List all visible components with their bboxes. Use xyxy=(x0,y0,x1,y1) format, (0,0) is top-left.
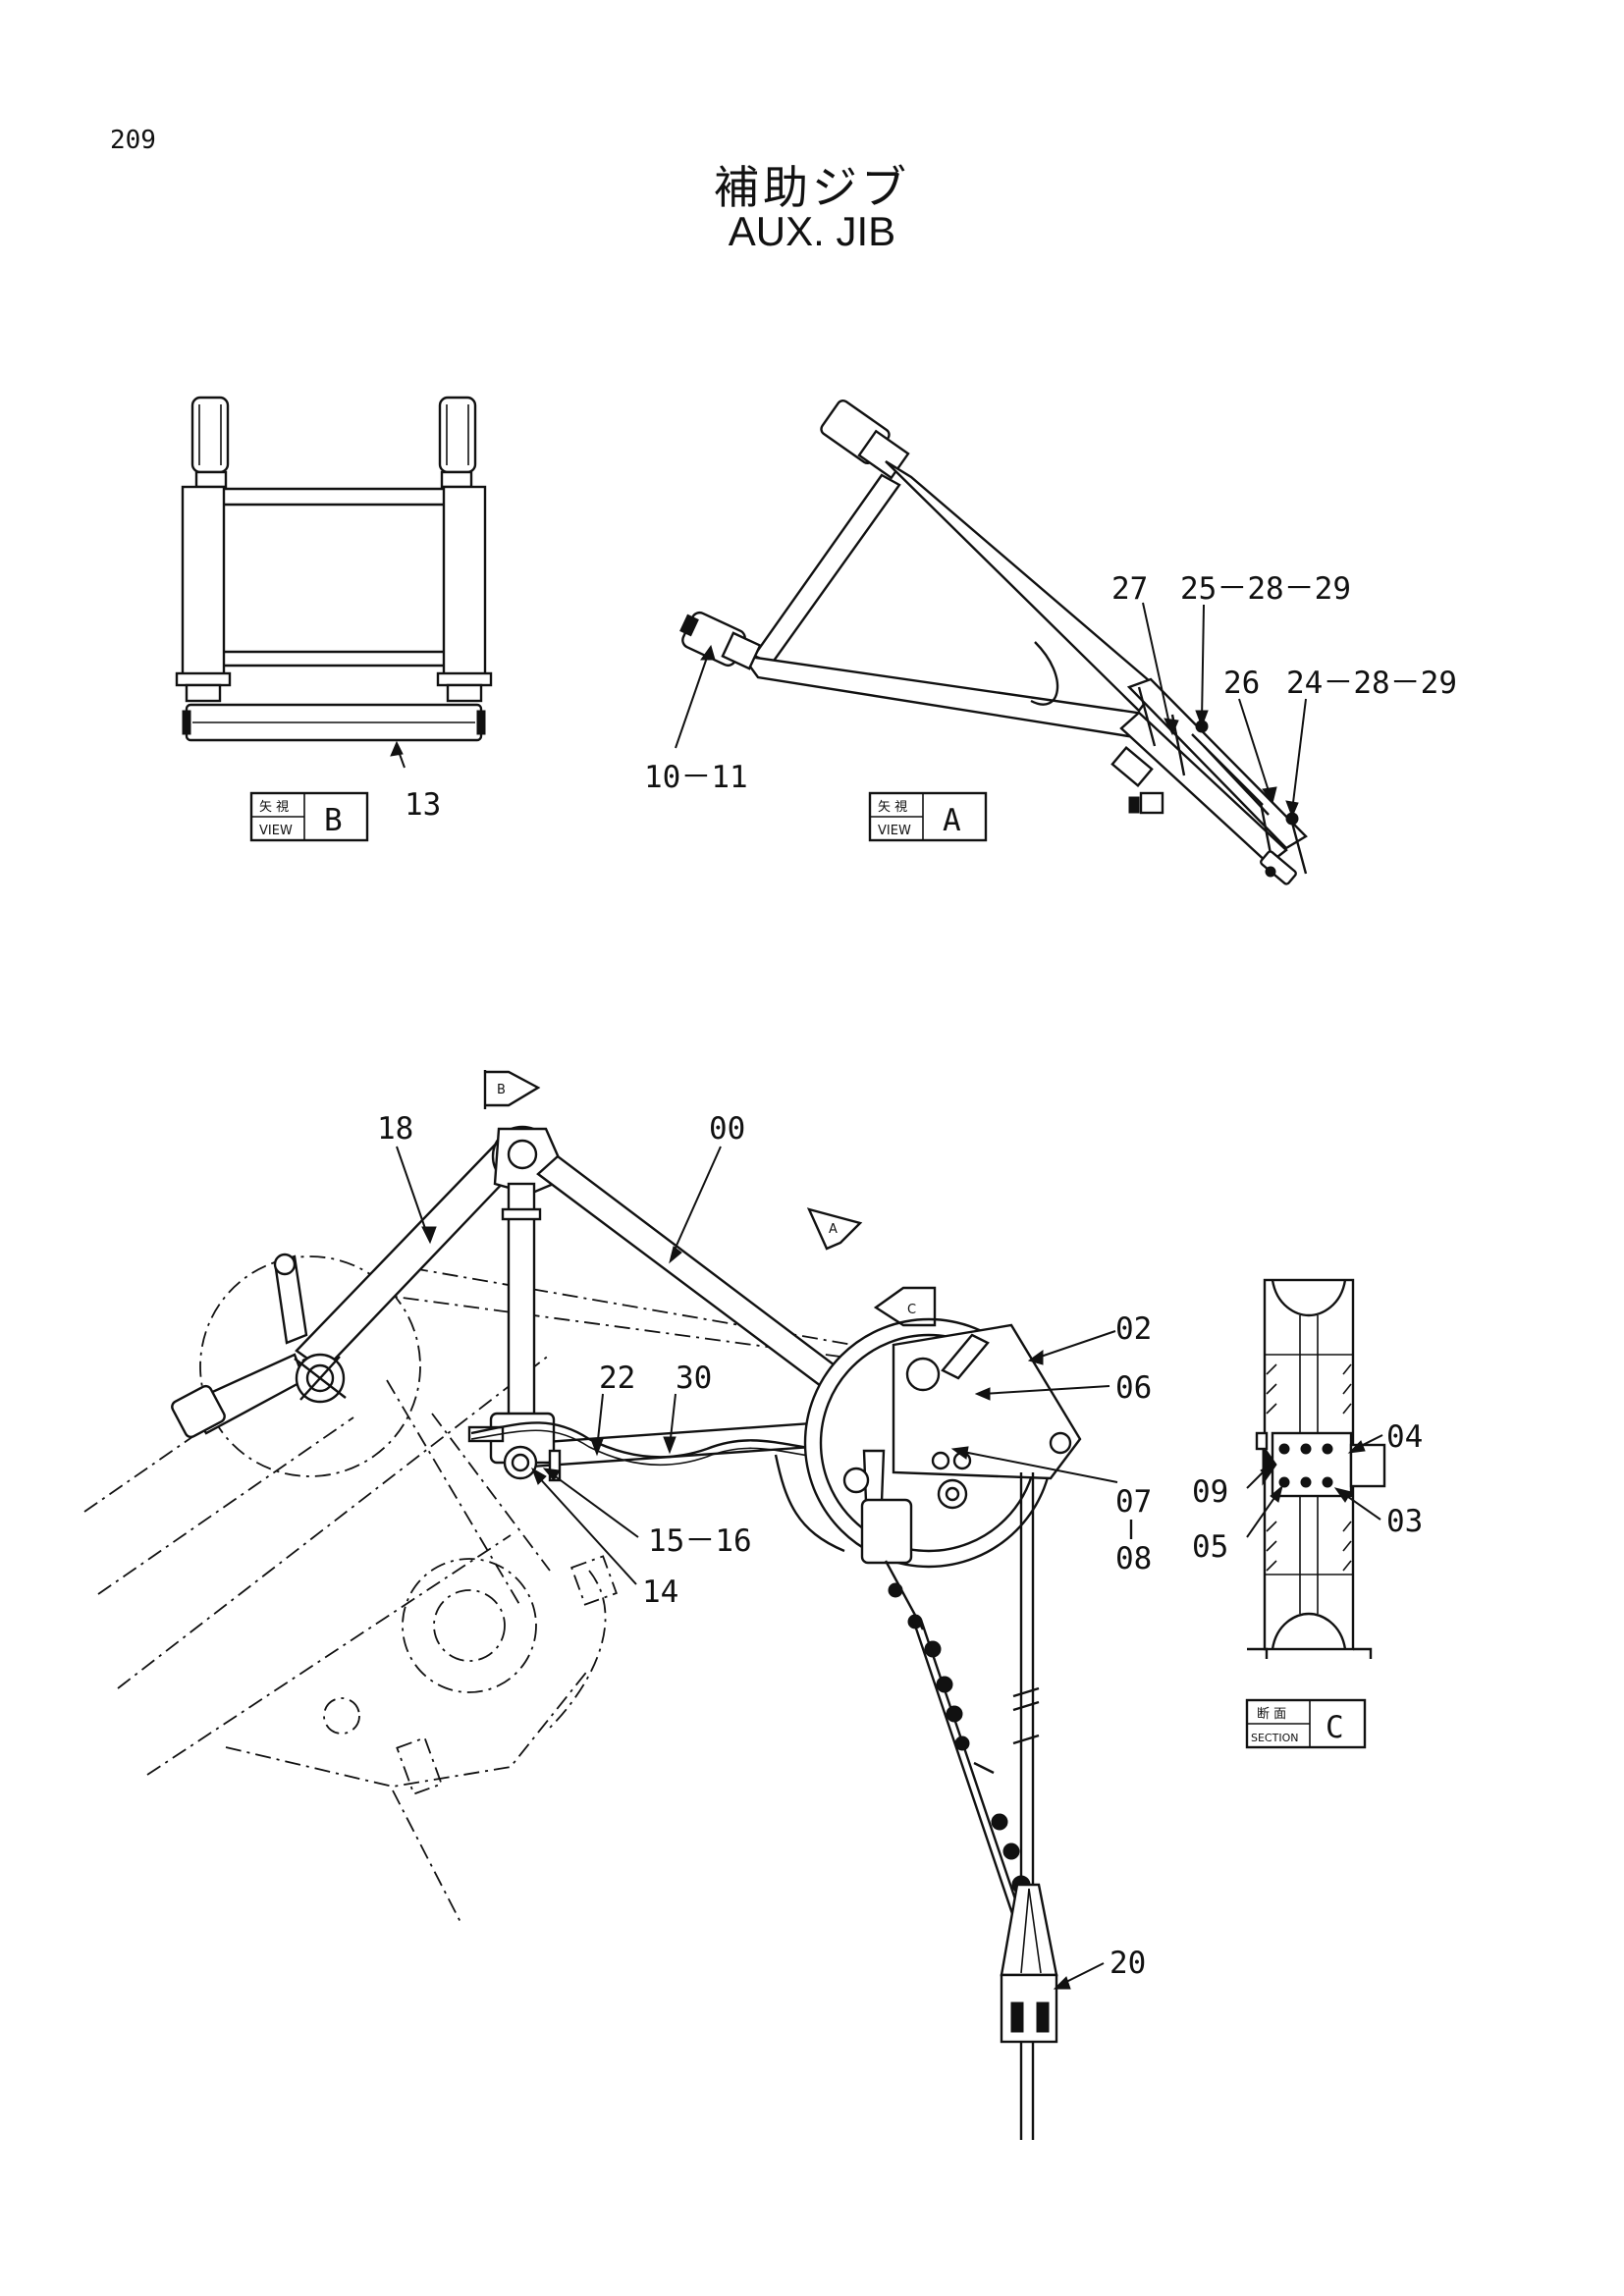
callout-25-28-29: 25－28－29 xyxy=(1180,571,1351,607)
callout-05: 05 xyxy=(1192,1529,1228,1565)
view-marker-c: C xyxy=(873,1286,937,1327)
svg-text:B: B xyxy=(497,1083,506,1097)
callout-15-16: 15－16 xyxy=(648,1523,752,1559)
view-marker-b: B xyxy=(483,1070,541,1109)
callout-00: 00 xyxy=(709,1111,745,1147)
section-c-leaders xyxy=(1246,1434,1383,1538)
view-b-tag-bottom: VIEW xyxy=(259,824,293,838)
main-view-leaders xyxy=(396,1146,1118,1990)
callout-24-28-29: 24－28－29 xyxy=(1286,666,1457,701)
callout-06: 06 xyxy=(1115,1370,1152,1406)
view-marker-a: A xyxy=(806,1207,863,1251)
svg-text:C: C xyxy=(907,1303,916,1317)
page-number: 209 xyxy=(110,126,156,155)
callout-22: 22 xyxy=(599,1361,635,1396)
view-a-tag-top: 矢 視 xyxy=(878,800,907,815)
callout-09: 09 xyxy=(1192,1474,1228,1510)
view-b-tag-top: 矢 視 xyxy=(259,800,289,815)
callout-04: 04 xyxy=(1386,1419,1423,1455)
section-c-tag-letter: C xyxy=(1326,1710,1344,1745)
view-a-tag-bottom: VIEW xyxy=(878,824,911,838)
callout-10-11: 10－11 xyxy=(644,760,748,795)
callout-26: 26 xyxy=(1223,666,1260,701)
title-japanese: 補助ジブ xyxy=(714,161,910,214)
view-a-drawing xyxy=(675,399,1308,885)
callout-30: 30 xyxy=(676,1361,712,1396)
section-c-tag: 断 面 SECTION C xyxy=(1245,1698,1367,1749)
main-side-view-drawing xyxy=(83,1125,1082,2140)
svg-text:A: A xyxy=(829,1222,838,1237)
callout-18: 18 xyxy=(377,1111,413,1147)
callout-14: 14 xyxy=(642,1575,678,1610)
callout-20: 20 xyxy=(1110,1946,1146,1981)
callout-07: 07 xyxy=(1115,1484,1152,1520)
title-english: AUX. JIB xyxy=(728,208,896,254)
section-c-tag-top: 断 面 xyxy=(1257,1707,1286,1722)
callout-03: 03 xyxy=(1386,1504,1423,1539)
view-b-tag: 矢 視 VIEW B xyxy=(249,791,369,842)
view-a-tag: 矢 視 VIEW A xyxy=(868,791,988,842)
view-b-tag-letter: B xyxy=(324,803,343,838)
callout-08: 08 xyxy=(1115,1541,1152,1576)
callout-13: 13 xyxy=(405,787,441,823)
view-b-drawing xyxy=(175,396,493,769)
view-a-tag-letter: A xyxy=(943,803,961,838)
callout-02: 02 xyxy=(1115,1311,1152,1347)
section-c-tag-bottom: SECTION xyxy=(1251,1732,1298,1744)
callout-27: 27 xyxy=(1111,571,1148,607)
